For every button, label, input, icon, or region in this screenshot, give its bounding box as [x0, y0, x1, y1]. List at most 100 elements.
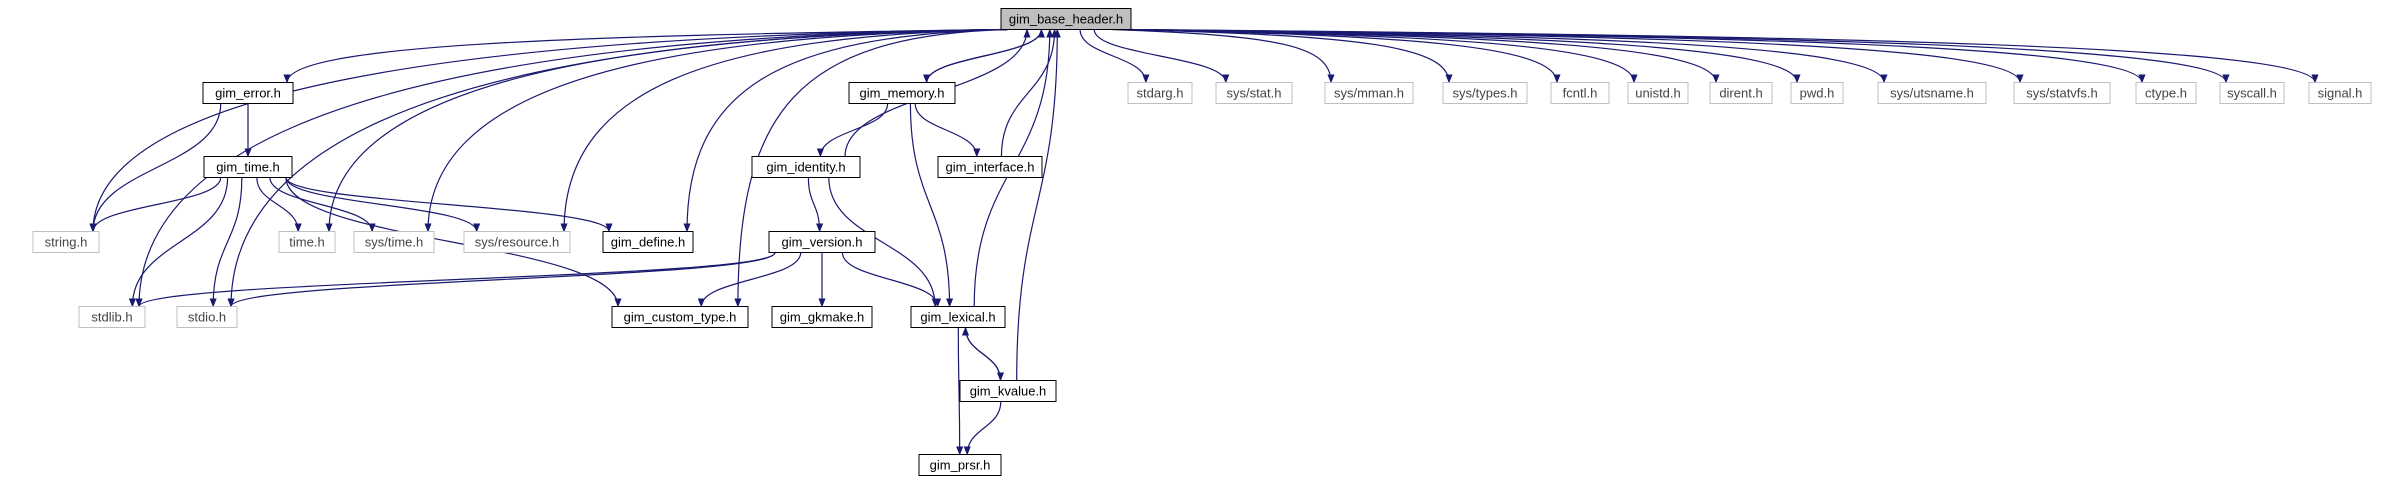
node-label: gim_interface.h [946, 160, 1035, 175]
node-gim-identity[interactable]: gim_identity.h [751, 156, 861, 178]
edge-gim_identity-to-gim_version [807, 177, 824, 233]
node-box [2135, 82, 2197, 104]
edge-gim_base_header-to-syscall [1124, 28, 2230, 84]
node-label: gim_kvalue.h [970, 384, 1047, 399]
node-sys-mman: sys/mman.h [1324, 82, 1414, 104]
node-box [1324, 82, 1414, 104]
node-gim-custom-type[interactable]: gim_custom_type.h [611, 306, 749, 328]
edge-gim_kvalue-to-gim_prsr [963, 401, 1002, 456]
node-gim-time[interactable]: gim_time.h [203, 156, 293, 178]
node-box [918, 454, 1002, 476]
node-box [2308, 82, 2372, 104]
node-gim-gkmake[interactable]: gim_gkmake.h [771, 306, 873, 328]
node-label: gim_base_header.h [1009, 12, 1123, 27]
node-unistd: unistd.h [1627, 82, 1689, 104]
node-sys-resource: sys/resource.h [463, 231, 571, 253]
node-label: signal.h [2318, 86, 2363, 101]
edge-gim_base_header-to-fcntl [1124, 28, 1561, 84]
node-label: sys/types.h [1452, 86, 1517, 101]
edge-gim_base_header-to-signal [1124, 28, 2319, 84]
node-gim-lexical[interactable]: gim_lexical.h [910, 306, 1006, 328]
node-fcntl: fcntl.h [1550, 82, 1610, 104]
node-label: pwd.h [1800, 86, 1835, 101]
edge-gim_time-to-gim_custom_type [285, 177, 622, 308]
node-label: stdio.h [188, 310, 226, 325]
edge-gim_base_header-to-sys_stat [1093, 29, 1230, 84]
edge-gim_time-to-time [256, 177, 302, 233]
node-gim-error[interactable]: gim_error.h [202, 82, 294, 104]
node-label: gim_custom_type.h [624, 310, 737, 325]
edge-gim_base_header-to-ctype [1124, 28, 2146, 84]
node-label: gim_lexical.h [920, 310, 995, 325]
node-box [353, 231, 435, 253]
node-label: gim_gkmake.h [780, 310, 865, 325]
node-gim-prsr[interactable]: gim_prsr.h [918, 454, 1002, 476]
node-box [768, 231, 876, 253]
edge-gim_time-to-sys_time [269, 177, 376, 233]
node-box [602, 231, 694, 253]
edge-gim_time-to-stdio [209, 177, 243, 308]
node-box [202, 82, 294, 104]
node-box [1709, 82, 1773, 104]
node-pwd: pwd.h [1790, 82, 1844, 104]
node-gim-interface[interactable]: gim_interface.h [937, 156, 1043, 178]
node-label: sys/resource.h [475, 235, 560, 250]
node-box [1877, 82, 1987, 104]
node-gim-kvalue[interactable]: gim_kvalue.h [959, 380, 1057, 402]
node-label: sys/statvfs.h [2026, 86, 2098, 101]
node-gim-version[interactable]: gim_version.h [768, 231, 876, 253]
node-label: fcntl.h [1563, 86, 1598, 101]
edge-gim_base_header-to-stdio [227, 28, 1008, 308]
node-dirent: dirent.h [1709, 82, 1773, 104]
edge-gim_base_header-to-gim_error [283, 28, 1008, 84]
node-box [910, 306, 1006, 328]
node-box [2013, 82, 2111, 104]
node-layer: gim_base_header.h gim_error.h gim_memory.h… [32, 8, 2372, 476]
node-label: sys/utsname.h [1890, 86, 1974, 101]
edge-gim_base_header-to-time [325, 28, 1008, 233]
node-sys-types: sys/types.h [1442, 82, 1528, 104]
node-box [1442, 82, 1528, 104]
edge-gim_base_header-to-gim_custom_type [734, 28, 1009, 308]
node-label: gim_version.h [782, 235, 863, 250]
edge-gim_base_header-to-sys_resource [560, 28, 1008, 233]
node-gim-define[interactable]: gim_define.h [602, 231, 694, 253]
node-signal: signal.h [2308, 82, 2372, 104]
edge-gim_version-to-gim_lexical [841, 252, 942, 308]
node-box [611, 306, 749, 328]
node-box [848, 82, 956, 104]
edge-gim_time-to-string [89, 177, 222, 233]
edge-gim_version-to-stdlib [135, 251, 776, 308]
node-gim-base-header[interactable]: gim_base_header.h [1000, 8, 1132, 30]
node-sys-utsname: sys/utsname.h [1877, 82, 1987, 104]
node-box [203, 156, 293, 178]
node-stdarg: stdarg.h [1127, 82, 1193, 104]
edge-gim_kvalue-to-gim_lexical [961, 326, 1002, 381]
node-label: gim_identity.h [766, 160, 845, 175]
edge-gim_base_header-to-unistd [1124, 28, 1638, 84]
node-box [2219, 82, 2285, 104]
node-box [1627, 82, 1689, 104]
node-string: string.h [32, 231, 100, 253]
edge-gim_base_header-to-stdlib [135, 28, 1008, 308]
node-box [751, 156, 861, 178]
node-label: sys/mman.h [1334, 86, 1404, 101]
node-sys-stat: sys/stat.h [1215, 82, 1293, 104]
node-label: time.h [289, 235, 324, 250]
node-label: gim_define.h [611, 235, 685, 250]
node-gim-memory[interactable]: gim_memory.h [848, 82, 956, 104]
node-label: dirent.h [1719, 86, 1762, 101]
node-box [1127, 82, 1193, 104]
node-label: ctype.h [2145, 86, 2187, 101]
node-label: syscall.h [2227, 86, 2277, 101]
node-box [959, 380, 1057, 402]
edge-gim_interface-to-gim_base_header [1000, 28, 1059, 157]
node-label: gim_prsr.h [930, 458, 991, 473]
node-label: gim_memory.h [859, 86, 944, 101]
node-stdio: stdio.h [176, 306, 238, 328]
edge-gim_memory-to-gim_identity [816, 103, 889, 158]
edge-gim_identity-to-gim_lexical [828, 177, 939, 308]
node-box [278, 231, 336, 253]
node-box [32, 231, 100, 253]
